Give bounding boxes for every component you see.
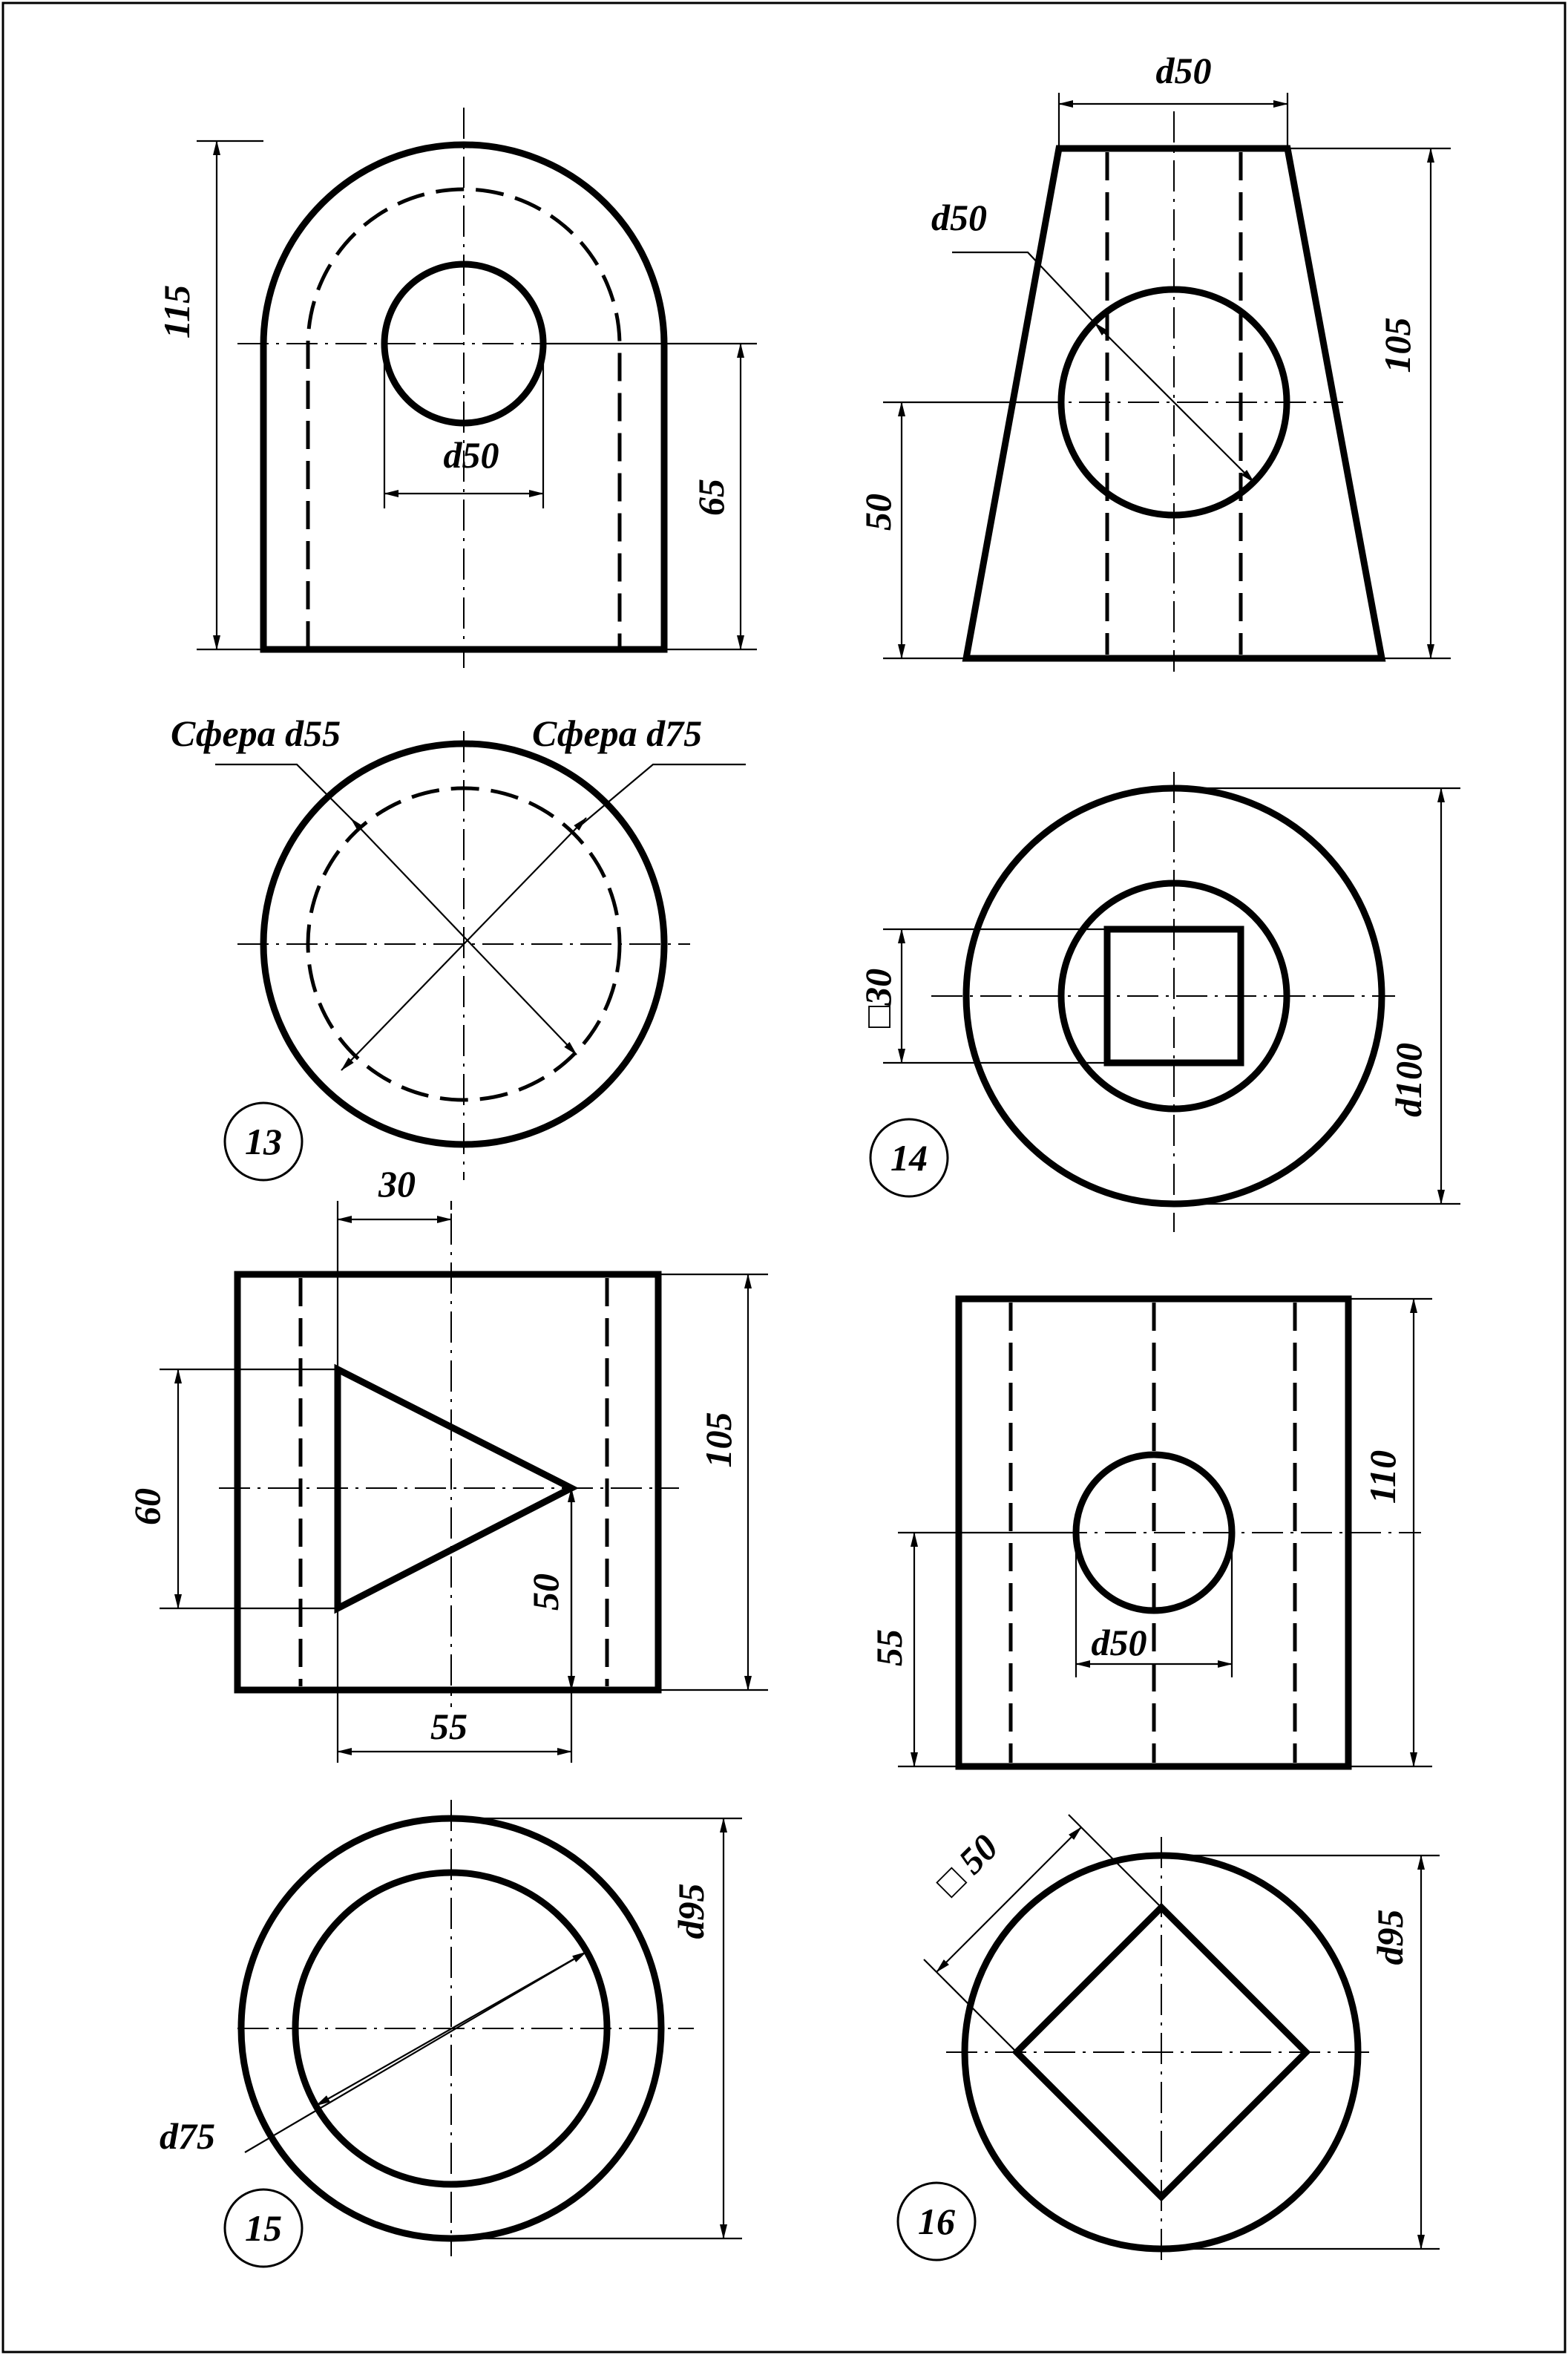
hole-diameter-dimension-line <box>1094 322 1255 483</box>
height-label: 110 <box>1362 1450 1403 1504</box>
height-label: 105 <box>698 1412 739 1468</box>
hole-diameter-leader <box>952 251 1095 324</box>
sphere-large-leader <box>578 763 746 828</box>
inner-diameter-dimension-line <box>315 1951 587 2106</box>
sphere-large-dimension-line <box>341 817 587 1071</box>
extension-line <box>923 1959 1017 2053</box>
drawing-15: 30 60 105 50 55 d95 d <box>126 1163 768 2268</box>
square-dimension-line <box>936 1827 1082 1973</box>
inner-diameter-label: d75 <box>160 2115 215 2157</box>
drawing-16-front-view: 110 55 d50 <box>868 1295 1432 1770</box>
sphere-small-leader <box>215 763 359 827</box>
height-label: 115 <box>156 285 197 338</box>
cylinder-outline <box>234 1271 662 1694</box>
drawing-number: 13 <box>245 1121 282 1162</box>
offset-label: 30 <box>378 1163 416 1205</box>
triangle-width-label: 55 <box>430 1706 468 1747</box>
hidden-arch-bore <box>306 187 622 649</box>
top-diameter-label: d50 <box>1156 50 1212 91</box>
sphere-large-label: Сфера d75 <box>532 713 702 754</box>
drawing-15-front-view: 30 60 105 50 55 <box>126 1163 768 1763</box>
hole-height-label: 55 <box>868 1629 910 1666</box>
drawing-16-top-view: □ 50 d95 16 <box>896 1814 1440 2267</box>
drawing-15-top-view: d95 d75 15 <box>160 1800 742 2268</box>
drawing-number: 14 <box>890 1137 928 1179</box>
triangle-height-label: 60 <box>126 1488 168 1525</box>
extension-line <box>1068 1814 1162 1908</box>
drawing-number-circle <box>896 2181 977 2261</box>
outer-diameter-label: d95 <box>670 1884 712 1939</box>
drawing-13-front-view: 115 d50 65 <box>156 108 757 668</box>
tip-height-label: 50 <box>525 1573 566 1611</box>
inner-diameter-leader <box>244 1951 587 2153</box>
drawing-number: 15 <box>245 2207 282 2249</box>
drawing-13-top-view: Сфера d55 Сфера d75 13 <box>171 713 746 1182</box>
drawing-number: 16 <box>918 2201 955 2242</box>
diameter-label: d95 <box>1369 1910 1411 1965</box>
hole-diameter-label: d50 <box>444 434 499 476</box>
drawing-14-front-view: d50 d50 105 50 <box>857 50 1451 672</box>
hole-diameter-label: d50 <box>931 197 987 238</box>
drawing-number-circle <box>869 1118 949 1198</box>
diameter-label: d100 <box>1388 1043 1429 1117</box>
height-label: 105 <box>1377 318 1418 373</box>
square-label: □ 50 <box>928 1826 1006 1904</box>
drawing-14-top-view: □30 d100 14 <box>857 772 1460 1232</box>
drawing-14: d50 d50 105 50 □30 d100 <box>857 50 1460 1232</box>
hole-diameter-label: d50 <box>1092 1622 1147 1663</box>
sphere-small-label: Сфера d55 <box>171 713 341 754</box>
drawing-16: 110 55 d50 □ 50 d95 16 <box>868 1295 1440 2267</box>
drawing-number-circle <box>223 2188 304 2268</box>
drawing-13: 115 d50 65 Сфера d55 Сфера d75 13 <box>156 108 757 1182</box>
arch-outline <box>260 141 668 653</box>
hole-height-label: 50 <box>857 494 899 531</box>
hole-height-label: 65 <box>690 479 732 516</box>
drawing-number-circle <box>223 1101 304 1182</box>
square-label: □30 <box>857 969 899 1028</box>
